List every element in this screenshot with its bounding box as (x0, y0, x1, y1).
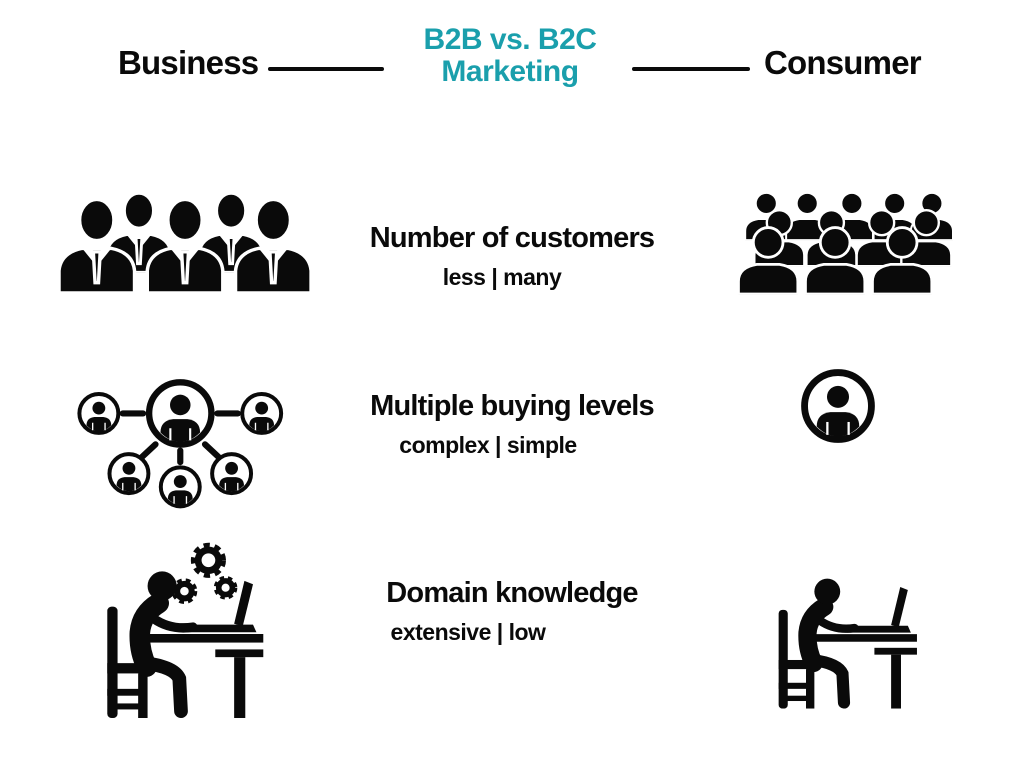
business-team-icon (57, 191, 313, 293)
row-multiple-buying-levels: Multiple buying levels complex | simple (330, 390, 694, 459)
row-subtitle: less | many (442, 264, 562, 290)
row-subtitle: extensive | low (390, 619, 546, 645)
page-title-line1: B2B vs. B2C (423, 23, 597, 56)
buying-network-icon (77, 363, 284, 509)
row-number-of-customers: Number of customers less | many (330, 222, 694, 291)
left-divider-line (268, 67, 384, 71)
row-title: Number of customers (369, 222, 655, 254)
row-domain-knowledge: Domain knowledge extensive | low (330, 577, 694, 646)
consumer-label: Consumer (764, 44, 922, 81)
expert-desk-gears-icon (95, 542, 267, 718)
row-title: Multiple buying levels (370, 390, 655, 422)
page-title-line2: Marketing (441, 55, 579, 88)
single-buyer-icon (800, 368, 876, 444)
consumer-crowd-icon (737, 191, 955, 295)
gears-icon (171, 542, 238, 604)
row-subtitle: complex | simple (399, 432, 577, 458)
business-label: Business (118, 44, 259, 81)
page-title: B2B vs. B2C Marketing (385, 24, 635, 88)
right-divider-line (632, 67, 750, 71)
row-title: Domain knowledge (386, 577, 638, 609)
person-desk-icon (768, 576, 920, 709)
